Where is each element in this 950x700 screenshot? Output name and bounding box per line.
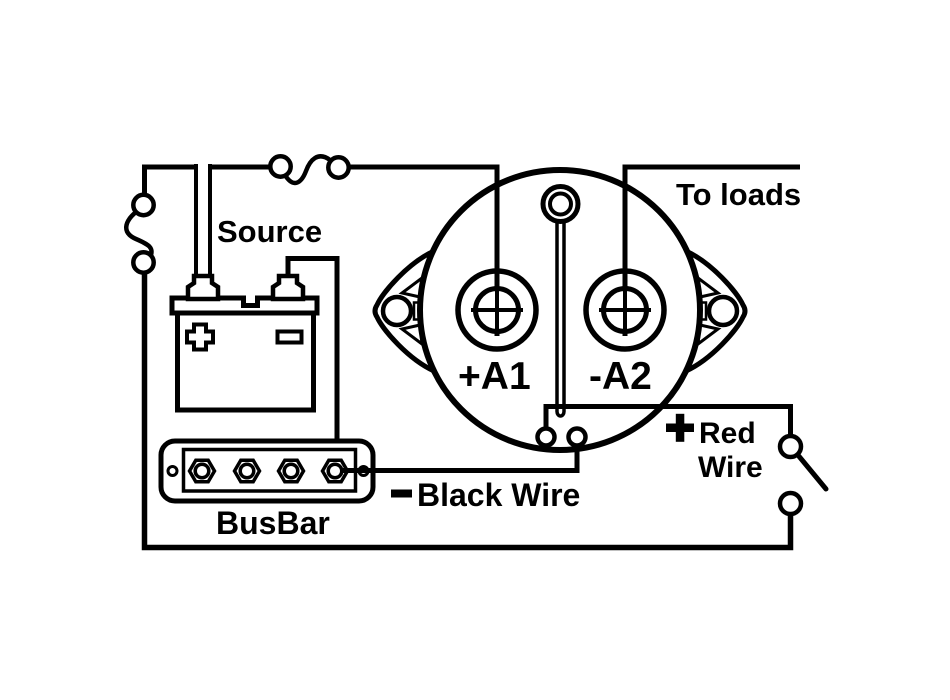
switch-contact-bottom <box>777 490 804 517</box>
remote-battery-switch <box>349 164 800 453</box>
fuse-top <box>268 154 351 186</box>
black-wire-label: Black Wire <box>417 477 580 513</box>
wires-base <box>141 164 794 551</box>
battery <box>169 164 340 465</box>
wire-topleft <box>142 164 196 196</box>
switch-blade <box>795 452 829 492</box>
nut-hole <box>238 462 256 480</box>
terminal-crosshairs <box>471 284 651 336</box>
wire-bottom-loop <box>141 272 794 551</box>
black-wire <box>341 437 580 473</box>
battery-minus-icon <box>275 329 304 345</box>
coil-terminal-negative <box>566 426 588 448</box>
nut-hole <box>193 462 211 480</box>
terminal-a1-label: +A1 <box>458 355 531 398</box>
red-wire-label-line1: Red <box>699 417 756 450</box>
coil-terminal-positive <box>535 426 557 448</box>
red-wire-label-line2: Wire <box>698 451 763 484</box>
mounting-ear-left <box>372 248 436 374</box>
source-label: Source <box>217 214 322 249</box>
nut-hole <box>282 462 300 480</box>
wire-to-loads <box>622 164 800 336</box>
nut-hole <box>326 462 344 480</box>
battery-positive-post <box>185 273 221 302</box>
ear-hole <box>706 294 740 328</box>
terminal-a2-label: -A2 <box>589 355 652 398</box>
fuse-element <box>283 154 332 186</box>
battery-negative-post <box>270 273 306 302</box>
fuse-cap <box>268 154 293 179</box>
ear-hole <box>380 294 414 328</box>
fuse-left <box>124 192 156 275</box>
mounting-ear-right <box>684 248 748 374</box>
busbar-label: BusBar <box>216 505 330 541</box>
wire-signs <box>391 413 694 498</box>
minus-icon <box>391 489 412 498</box>
control-wiring <box>193 404 829 517</box>
battery-plus-icon <box>185 322 215 352</box>
fuse-cap <box>326 155 351 180</box>
actuator-rod <box>555 214 566 418</box>
to-loads-label: To loads <box>676 177 801 212</box>
top-stud-inner <box>548 191 573 217</box>
fuse-element <box>124 210 154 256</box>
fuse-cap <box>131 250 156 275</box>
red-wire <box>543 404 793 446</box>
wire-to-a1 <box>349 164 500 336</box>
switch-contact-top <box>777 433 804 460</box>
busbar-mount-hole-left <box>166 465 179 477</box>
fuse-cap <box>131 192 156 218</box>
busbar-nut-holes <box>193 462 344 480</box>
battery-negative-wire <box>285 256 340 465</box>
plus-icon <box>675 413 685 442</box>
